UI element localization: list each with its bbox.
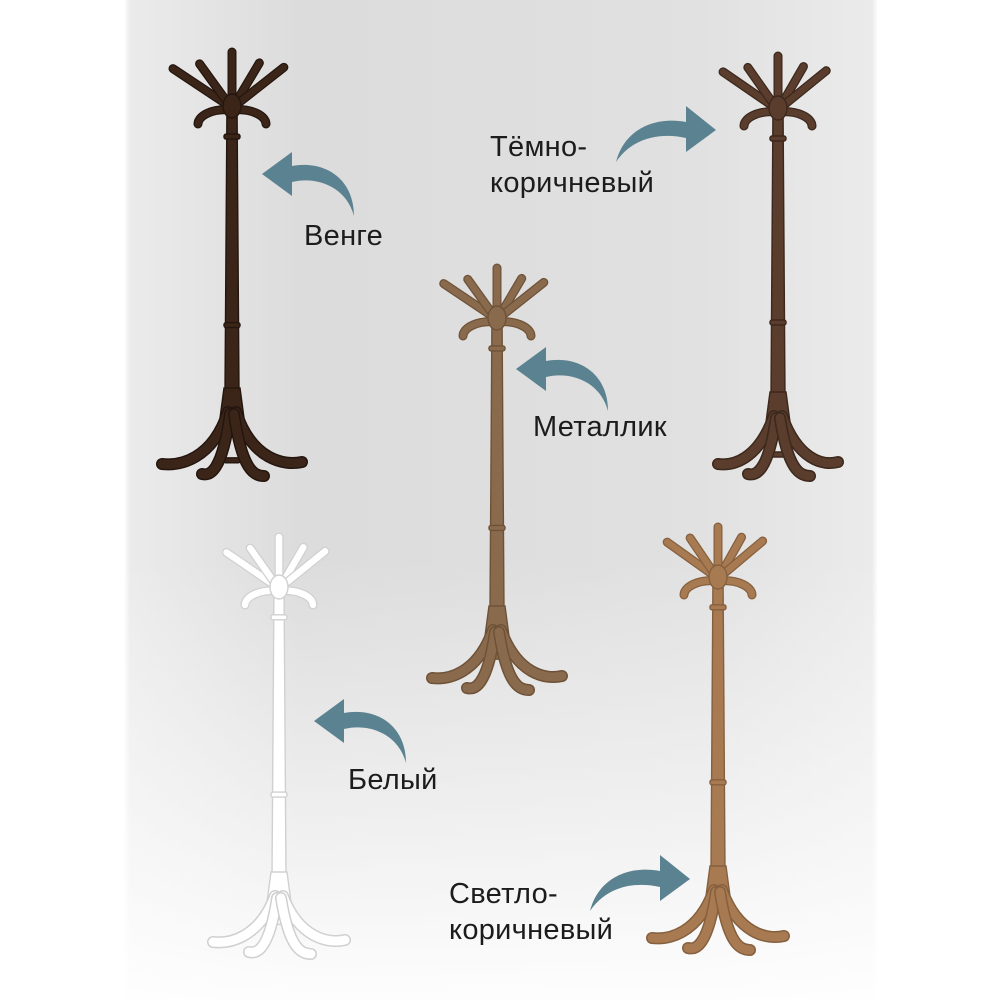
coat-stand-drawing [207,532,351,960]
label-dark-brown: Тёмно- коричневый [490,129,654,201]
label-white: Белый [348,762,438,798]
arrow-right-icon [616,106,716,162]
label-metallic: Металлик [533,409,667,445]
label-metallic-line: Металлик [533,411,667,443]
coat-stand-drawing [646,522,790,956]
label-venge-line: Венге [304,220,384,252]
label-white-line: Белый [348,764,438,796]
label-dark-brown-line1: Тёмно- [490,131,588,163]
label-light-brown-line1: Светло- [449,878,558,910]
coat-stand-drawing [156,47,308,482]
coat-stand-drawing [426,263,568,696]
arrow-left-icon [516,347,608,411]
arrow-left-icon [314,699,406,763]
label-light-brown-line2: коричневый [449,914,614,946]
coat-stand-drawing [712,51,844,482]
arrow-right-icon [590,855,690,911]
label-venge: Венге [304,218,383,254]
arrow-left-icon [262,152,354,216]
label-dark-brown-line2: коричневый [490,167,655,199]
label-light-brown: Светло- коричневый [449,876,613,948]
